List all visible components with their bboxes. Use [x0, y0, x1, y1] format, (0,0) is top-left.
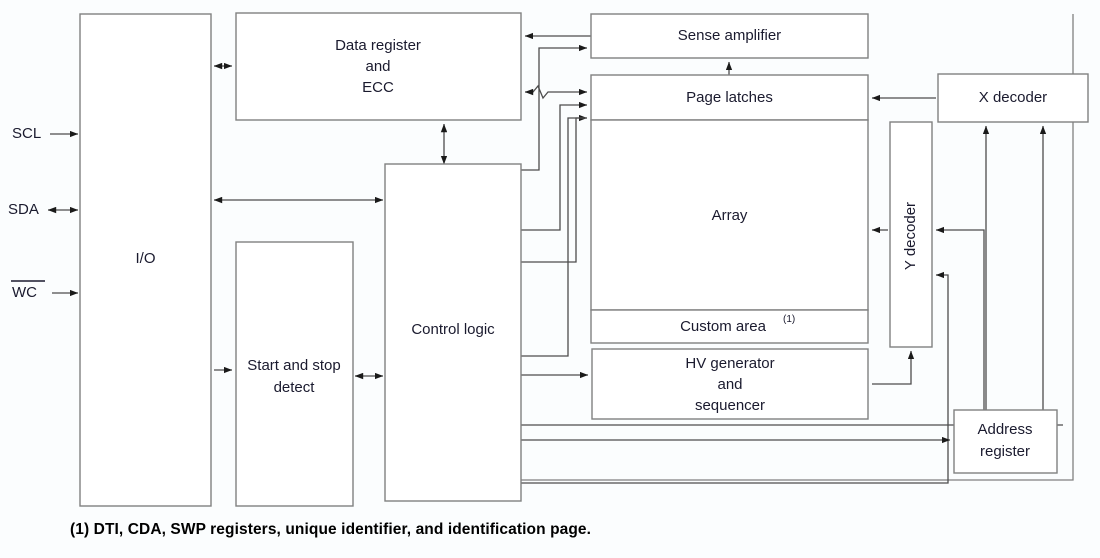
block-custom-area[interactable]	[590, 309, 869, 344]
block-io-label: I/O	[135, 250, 155, 267]
block-sense-amplifier-label: Sense amplifier	[678, 27, 781, 44]
pin-label-sda: SDA	[8, 201, 39, 218]
block-address-register-line-1: Address	[977, 421, 1032, 438]
block-x-decoder-label: X decoder	[979, 89, 1047, 106]
block-control-logic[interactable]	[384, 163, 522, 502]
block-page-latches[interactable]	[590, 74, 869, 121]
block-custom-area-label: Custom area	[680, 318, 767, 335]
block-sense-amplifier[interactable]	[590, 13, 869, 59]
pin-label-scl: SCL	[12, 125, 41, 142]
wire-address-register-to-y-decoder	[935, 226, 985, 410]
block-y-decoder-label: Y decoder	[902, 202, 919, 270]
block-data-register-line-1: Data register	[335, 37, 421, 54]
block-hv-generator-and-sequencer[interactable]	[591, 348, 869, 420]
footnote-text: (1) DTI, CDA, SWP registers, unique iden…	[70, 521, 592, 538]
block-address-register[interactable]	[953, 409, 1058, 474]
block-page-latches-label: Page latches	[686, 89, 773, 106]
block-start-and-stop-detect[interactable]	[235, 241, 354, 507]
block-array-label: Array	[712, 207, 748, 224]
wire-control-logic-to-page-latches	[521, 101, 588, 231]
block-address-register-line-2: register	[980, 443, 1030, 460]
outer-frame	[521, 14, 1074, 481]
wire-control-logic-to-array-top	[521, 114, 588, 263]
wire-hv-generator-to-y-decoder	[872, 350, 915, 385]
block-hv-generator-line-3: sequencer	[695, 397, 765, 414]
wire-control-logic-to-y-decoder	[521, 271, 949, 484]
block-x-decoder[interactable]	[937, 73, 1089, 123]
block-y-decoder[interactable]	[889, 121, 933, 348]
block-start-stop-line-2: detect	[274, 379, 316, 396]
wire-array-left-bus	[521, 117, 587, 357]
block-array[interactable]	[590, 119, 869, 311]
block-custom-area-superscript: (1)	[783, 314, 795, 325]
wire-control-logic-to-sense-amplifier	[521, 44, 588, 171]
block-data-register-and-ecc[interactable]	[235, 12, 522, 121]
block-io[interactable]	[79, 13, 212, 507]
block-hv-generator-line-2: and	[717, 376, 742, 393]
pin-label-wc: WC	[12, 284, 37, 301]
block-data-register-line-3: ECC	[362, 79, 394, 96]
block-data-register-line-2: and	[365, 58, 390, 75]
block-control-logic-label: Control logic	[411, 321, 495, 338]
wire-data-register-to-page-latches	[524, 84, 588, 100]
block-hv-generator-line-1: HV generator	[685, 355, 774, 372]
block-start-stop-line-1: Start and stop	[247, 357, 340, 374]
